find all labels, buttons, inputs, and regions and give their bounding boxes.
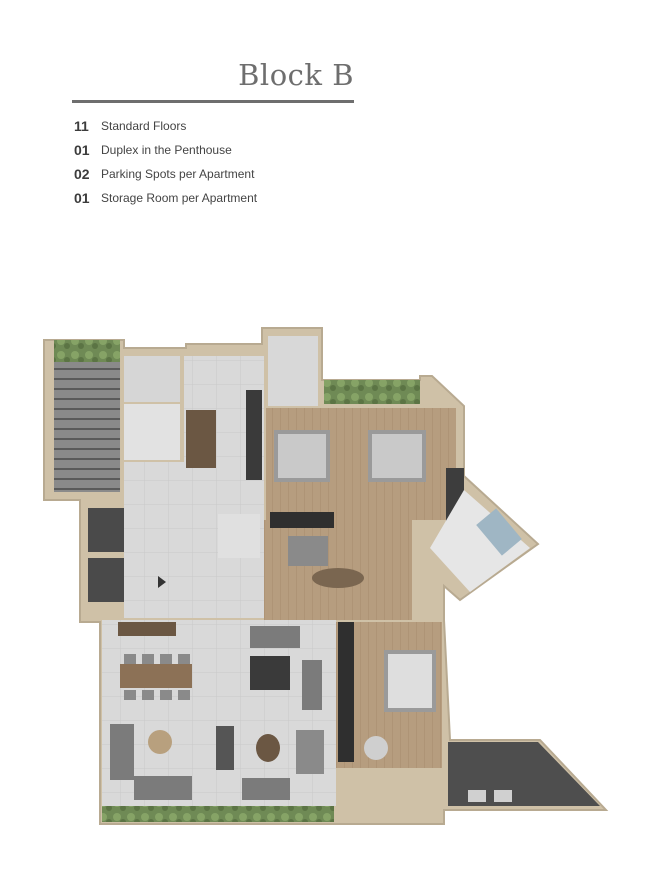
feature-number: 11 (74, 118, 89, 134)
dining-table (120, 664, 192, 688)
planter-bottom (102, 806, 334, 822)
feature-label: Duplex in the Penthouse (101, 143, 232, 157)
feature-number: 02 (74, 166, 90, 182)
wardrobe (338, 622, 354, 762)
living-dining (102, 620, 336, 806)
feature-item-floors: 11 Standard Floors (74, 114, 257, 138)
title-underline (72, 100, 354, 103)
planter-top (324, 380, 420, 404)
feature-label: Parking Spots per Apartment (101, 167, 255, 181)
play-icon (158, 576, 166, 588)
bedroom-2 (362, 408, 464, 524)
feature-list: 11 Standard Floors 01 Duplex in the Pent… (74, 114, 257, 210)
feature-number: 01 (74, 190, 90, 206)
feature-item-storage: 01 Storage Room per Apartment (74, 186, 257, 210)
bathroom-angled (430, 490, 530, 592)
hallway (264, 512, 412, 620)
feature-number: 01 (74, 142, 90, 158)
sofa (250, 626, 300, 648)
bathroom-top (218, 336, 318, 558)
block-title: Block B (238, 58, 354, 92)
entry-corridor (124, 356, 264, 618)
feature-item-parking: 02 Parking Spots per Apartment (74, 162, 257, 186)
feature-item-duplex: 01 Duplex in the Penthouse (74, 138, 257, 162)
feature-label: Storage Room per Apartment (101, 191, 258, 205)
master-bedroom (336, 622, 442, 768)
feature-label: Standard Floors (101, 119, 187, 133)
bedroom-1 (266, 408, 362, 520)
staircase (54, 340, 120, 492)
bathroom-bottom (448, 742, 600, 806)
